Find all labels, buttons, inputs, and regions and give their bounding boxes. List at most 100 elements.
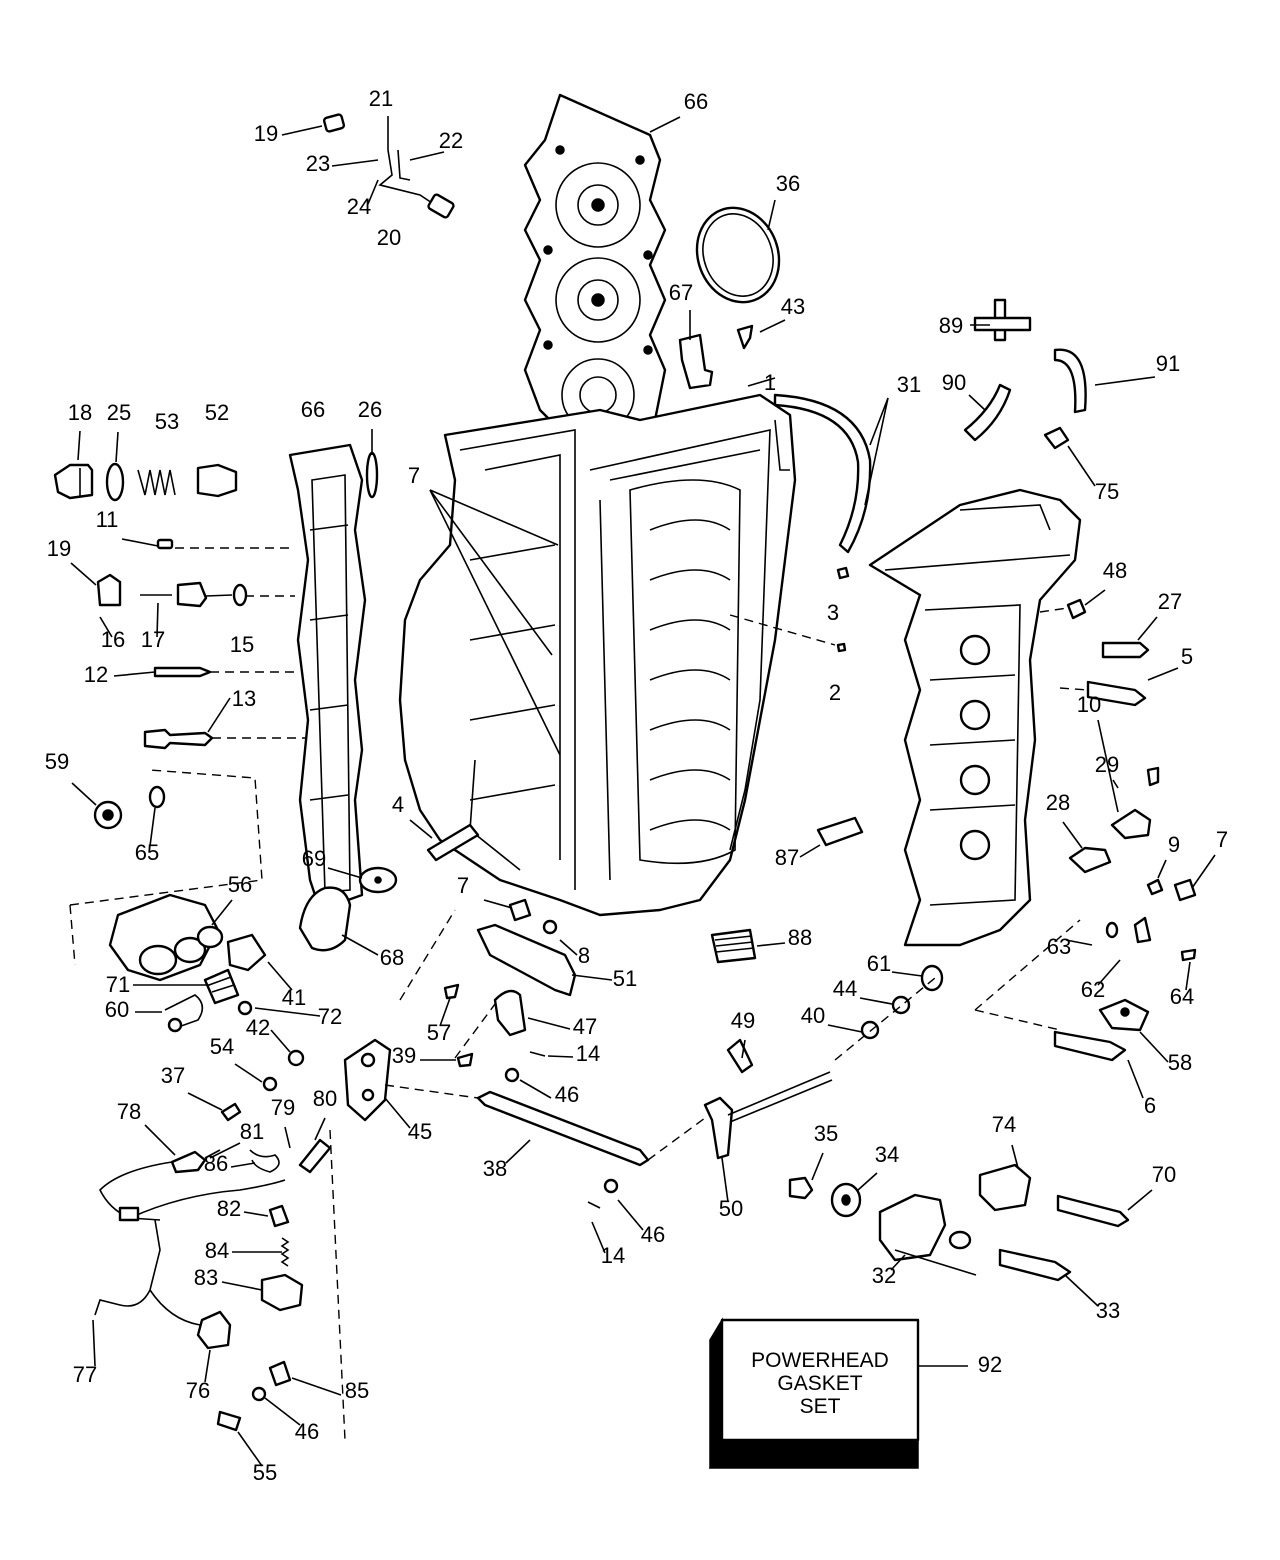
leader-line-63 — [1065, 939, 1093, 946]
harness-wire — [94, 1161, 286, 1326]
leader-line-9 — [1157, 859, 1167, 879]
fitting-tee — [973, 298, 1032, 342]
leader-line-56 — [211, 899, 233, 926]
pin-2 — [587, 1201, 601, 1209]
leader-line-55 — [237, 1431, 263, 1467]
leader-line-14 — [547, 1055, 574, 1058]
seal — [105, 462, 125, 502]
screw-2 — [443, 983, 460, 1000]
callout-72: 72 — [318, 1004, 342, 1029]
callout-37: 37 — [161, 1063, 185, 1088]
bolt-4 — [1056, 1194, 1130, 1228]
callout-65: 65 — [135, 840, 159, 865]
leader-line-extra — [894, 1249, 977, 1276]
leader-line-34 — [857, 1172, 878, 1191]
callout-82: 82 — [217, 1196, 241, 1221]
callout-29: 29 — [1095, 752, 1119, 777]
callout-24: 24 — [347, 194, 371, 219]
dowel-pin — [836, 566, 850, 580]
sensor — [170, 1149, 221, 1174]
callout-4: 4 — [392, 792, 404, 817]
leader-line-8 — [559, 939, 578, 956]
leader-line-79 — [284, 1126, 291, 1149]
leader-line-68 — [341, 934, 379, 956]
fitting — [287, 1049, 305, 1067]
callout-83: 83 — [194, 1265, 218, 1290]
leader-line-82 — [243, 1211, 269, 1217]
washer-4 — [504, 1067, 520, 1083]
leader-lines — [70, 116, 1216, 1467]
leader-line-extra — [869, 397, 889, 446]
sleeve — [816, 816, 864, 847]
leader-line-extra — [429, 489, 561, 756]
callout-46: 46 — [295, 1419, 319, 1444]
callout-84: 84 — [205, 1238, 229, 1263]
leader-line-61 — [891, 971, 923, 977]
leader-line-7 — [1191, 854, 1216, 889]
gasket-box-line1: POWERHEAD — [751, 1349, 889, 1372]
leader-line-76 — [204, 1349, 211, 1383]
leader-line-47 — [527, 1017, 571, 1030]
leader-line-18 — [77, 430, 81, 461]
washer-8 — [830, 1182, 862, 1218]
callout-74: 74 — [992, 1112, 1016, 1137]
leader-line-36 — [767, 199, 776, 231]
hose — [963, 383, 1012, 442]
bracket-3 — [260, 1273, 304, 1312]
leader-line-16 — [99, 616, 113, 638]
plug-2 — [1066, 598, 1087, 620]
leader-line-6 — [1127, 1059, 1144, 1099]
callout-87: 87 — [775, 845, 799, 870]
switch — [196, 1310, 232, 1350]
leader-line-43 — [759, 319, 786, 333]
leader-line-40 — [827, 1024, 863, 1033]
leader-line-extra — [864, 397, 889, 506]
callout-81: 81 — [240, 1119, 264, 1144]
callout-10: 10 — [1077, 692, 1101, 717]
bolt — [1101, 641, 1150, 659]
pin — [529, 1051, 546, 1057]
washer-7 — [860, 1020, 880, 1040]
callout-67: 67 — [669, 280, 693, 305]
fitting-4 — [508, 898, 532, 922]
leader-line-extra — [429, 489, 553, 656]
leader-line-85 — [291, 1377, 342, 1396]
gasket-ring — [365, 451, 379, 499]
leader-line-19 — [70, 562, 97, 586]
bolt-3 — [1053, 1030, 1127, 1062]
mount — [1098, 998, 1150, 1032]
callout-75: 75 — [1095, 479, 1119, 504]
callout-18: 18 — [68, 400, 92, 425]
leader-line-57 — [439, 997, 451, 1027]
callout-16: 16 — [101, 627, 125, 652]
callout-3: 3 — [827, 600, 839, 625]
clip — [249, 1149, 280, 1173]
leader-line-74 — [1011, 1144, 1019, 1169]
bushing — [920, 964, 944, 992]
callout-69: 69 — [302, 846, 326, 871]
callout-78: 78 — [117, 1099, 141, 1124]
leader-line-72 — [254, 1007, 321, 1017]
callout-63: 63 — [1047, 934, 1071, 959]
sensor-2 — [298, 1138, 332, 1174]
mount-3 — [978, 1163, 1032, 1212]
wire-harness — [378, 149, 455, 219]
screw-small — [156, 538, 174, 550]
thermostat-cap — [53, 463, 94, 500]
leader-line-88 — [756, 942, 786, 947]
callout-88: 88 — [788, 925, 812, 950]
leader-line-87 — [799, 844, 821, 858]
callout-76: 76 — [186, 1378, 210, 1403]
callout-40: 40 — [801, 1003, 825, 1028]
fitting-5 — [1068, 846, 1112, 874]
callout-38: 38 — [483, 1156, 507, 1181]
leader-line-44 — [859, 997, 893, 1005]
washer-2 — [262, 1076, 278, 1092]
leader-line-49 — [741, 1039, 746, 1059]
fitting-2 — [220, 1102, 242, 1122]
hose-2 — [1053, 348, 1087, 414]
cylinder-block — [398, 393, 797, 917]
clamp — [226, 933, 267, 972]
screw-5 — [1180, 948, 1197, 962]
callout-2: 2 — [829, 680, 841, 705]
